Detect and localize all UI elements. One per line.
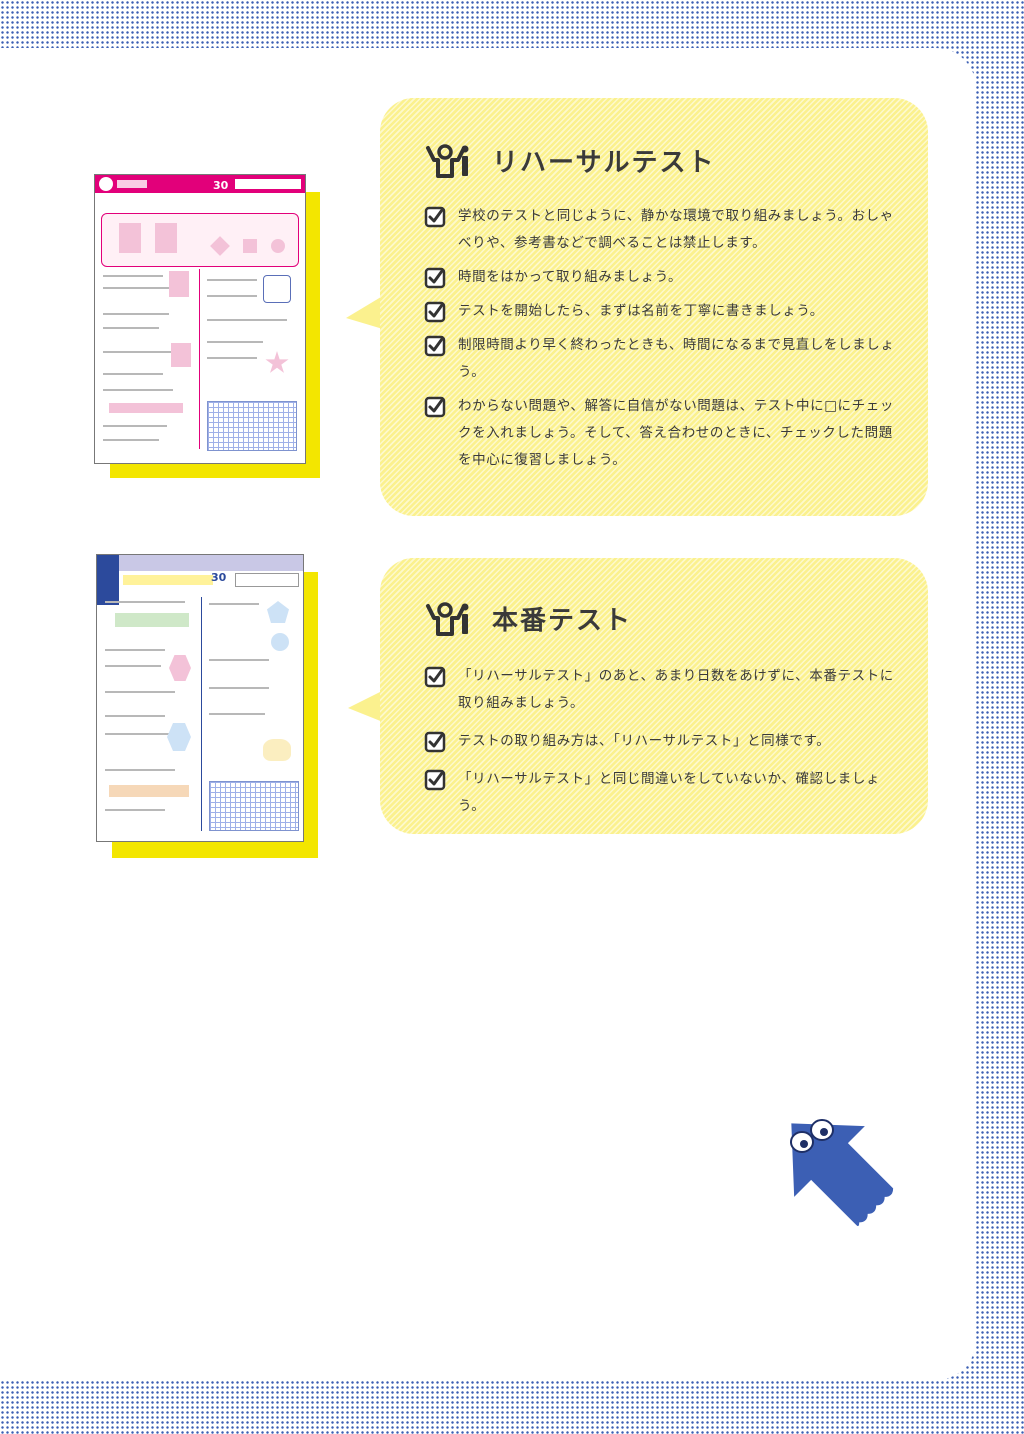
checklist: 学校のテストと同じように、静かな環境で取り組みましょう。おしゃべりや、参考書など… — [424, 206, 906, 484]
checkbox-checked-icon — [424, 301, 446, 323]
list-item: わからない問題や、解答に自信がない問題は、テスト中に□にチェックを入れましょう。… — [424, 396, 906, 474]
checkbox-checked-icon — [424, 731, 446, 753]
checkbox-checked-icon — [424, 396, 446, 418]
time-limit-badge: 30 — [211, 571, 227, 584]
list-item: 制限時間より早く終わったときも、時間になるまで見直しをしましょう。 — [424, 335, 906, 386]
cheering-person-icon — [426, 144, 469, 178]
checkbox-checked-icon — [424, 769, 446, 791]
list-item: 「リハーサルテスト」のあと、あまり日数をあけずに、本番テストに取り組みましょう。 — [424, 666, 906, 717]
checkbox-checked-icon — [424, 206, 446, 228]
checkbox-checked-icon — [424, 335, 446, 357]
section-title: リハーサルテスト — [492, 147, 716, 178]
arrow-mascot-icon — [790, 1119, 894, 1227]
bubble-tail — [346, 294, 386, 330]
checkbox-checked-icon — [424, 267, 446, 289]
real-test-section: 本番テスト 「リハーサルテスト」のあと、あまり日数をあけずに、本番テストに取り組… — [380, 558, 928, 834]
bubble-tail — [348, 688, 388, 724]
list-item: テストを開始したら、まずは名前を丁寧に書きましょう。 — [424, 301, 906, 325]
list-item: 「リハーサルテスト」と同じ間違いをしていないか、確認しましょう。 — [424, 769, 906, 820]
list-item: 学校のテストと同じように、静かな環境で取り組みましょう。おしゃべりや、参考書など… — [424, 206, 906, 257]
list-item: テストの取り組み方は、「リハーサルテスト」と同様です。 — [424, 731, 906, 755]
list-item: 時間をはかって取り組みましょう。 — [424, 267, 906, 291]
section-title: 本番テスト — [492, 605, 633, 636]
checkbox-checked-icon — [424, 666, 446, 688]
checklist: 「リハーサルテスト」のあと、あまり日数をあけずに、本番テストに取り組みましょう。… — [424, 666, 906, 834]
rehearsal-test-section: リハーサルテスト 学校のテストと同じように、静かな環境で取り組みましょう。おしゃ… — [380, 98, 928, 516]
cheering-person-icon — [426, 602, 469, 636]
time-limit-badge: 30 — [213, 179, 229, 192]
